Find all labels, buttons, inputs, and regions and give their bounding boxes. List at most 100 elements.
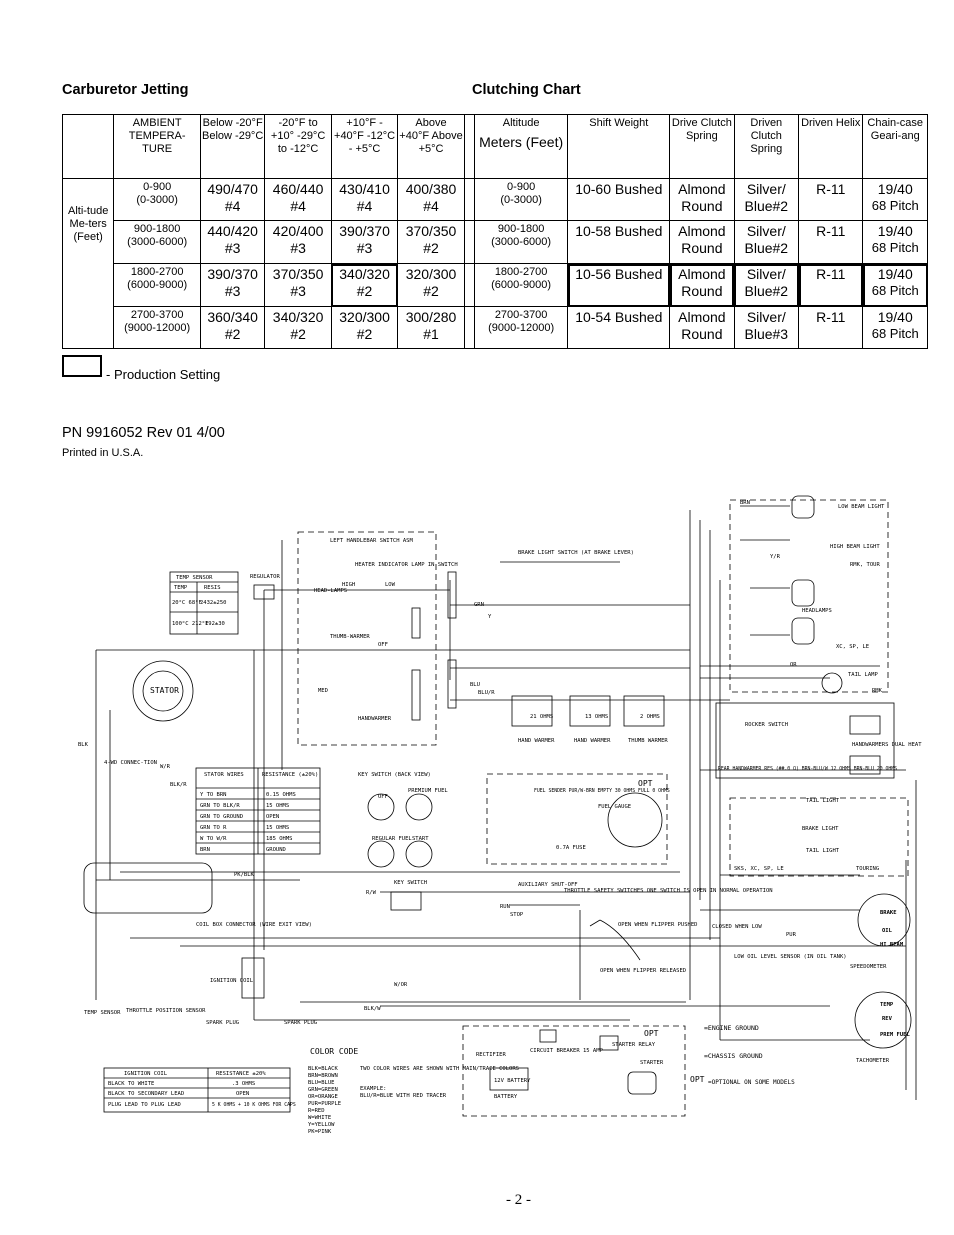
- tail-light-label-2: TAIL LIGHT: [806, 848, 840, 854]
- thumb-warmer-label: THUMB WARMER: [628, 738, 668, 744]
- start-label: START: [412, 836, 429, 842]
- battery-text: BATTERY: [494, 1094, 518, 1100]
- spacer-cell: [463, 220, 475, 264]
- temp-sensor-h2: RESIS: [204, 585, 221, 591]
- open-pushed-label: OPEN WHEN FLIPPER PUSHED: [618, 922, 697, 928]
- wire-label: OR: [790, 662, 797, 668]
- table-row: 900-1800(3000-6000) 440/420#3 420/400#3 …: [63, 220, 928, 264]
- wire-label: W/R: [160, 764, 171, 770]
- wiring-diagram: LEFT HANDLEBAR SWITCH ASM HEATER INDICAT…: [78, 495, 922, 1135]
- thumbwarmer-switch-label: THUMB-WARMER: [330, 634, 370, 640]
- tail-lamp-label: TAIL LAMP: [848, 672, 878, 678]
- altitude-header-top: Altitude: [502, 117, 540, 129]
- regulator-label: REGULATOR: [250, 574, 280, 580]
- wire-label: PUR: [786, 932, 797, 938]
- jet-cell: 320/300#2: [330, 306, 399, 349]
- two-color-note: TWO COLOR WIRES ARE SHOWN WITH MAIN/TRAC…: [360, 1066, 519, 1072]
- high-label: HIGH: [342, 582, 355, 588]
- stator-row: W TO W/R: [200, 836, 227, 842]
- page-number: - 2 -: [506, 1192, 531, 1208]
- ignition-row: 5 K OHMS + 10 K OHMS FOR CAPS: [212, 1102, 296, 1108]
- shift-weight-cell: 10-56 Bushed: [567, 263, 671, 307]
- temp-header: Above +40°F Above +5°C: [397, 114, 465, 179]
- tachometer-label: TACHOMETER: [856, 1058, 890, 1064]
- off-label: OFF: [378, 642, 388, 648]
- drive-spring-cell: Almond Round: [669, 220, 735, 264]
- alt-cell: 1800-2700(6000-9000): [113, 263, 201, 307]
- jetting-clutching-table: AMBIENT TEMPERA-TURE Below -20°F Below -…: [61, 114, 928, 349]
- ignition-row: PLUG LEAD TO PLUG LEAD: [108, 1102, 181, 1108]
- alt-cell: 0-900(0-3000): [473, 178, 569, 221]
- spark-plug-label-2: SPARK PLUG: [284, 1020, 317, 1026]
- temp-sensor-r2b: 192±30: [205, 621, 225, 627]
- clutching-chart-heading: Clutching Chart: [472, 82, 581, 98]
- driven-helix-header: Driven Helix: [798, 114, 864, 179]
- wire-label: BLU: [470, 682, 480, 688]
- ignition-table-h1: IGNITION COIL: [124, 1071, 168, 1077]
- circuit-breaker-label: CIRCUIT BREAKER 15 AMP: [530, 1048, 604, 1054]
- prem-fuel-gauge-label: PREM FUEL: [880, 1032, 910, 1038]
- oil-gauge-label: OIL: [882, 928, 893, 934]
- low-oil-label: LOW OIL LEVEL SENSOR (IN OIL TANK): [734, 954, 847, 960]
- driven-spring-cell: Silver/ Blue#2: [733, 220, 800, 264]
- rev-gauge-label: REV: [882, 1016, 893, 1022]
- color-code-item: BLU=BLUE: [308, 1080, 335, 1086]
- key-switch-short-label: KEY SWITCH: [394, 880, 427, 886]
- wire-label: GRN: [474, 602, 484, 608]
- spacer-cell: [463, 263, 475, 307]
- left-handlebar-label: LEFT HANDLEBAR SWITCH ASM: [330, 538, 413, 544]
- color-code-item: Y=YELLOW: [308, 1122, 335, 1128]
- headlamps-switch-label: HEAD-LAMPS: [314, 588, 347, 594]
- production-setting-swatch: [62, 355, 102, 377]
- color-code-item: W=WHITE: [308, 1115, 331, 1121]
- jet-cell: 440/420#3: [199, 220, 266, 264]
- fuel-gauge-label: FUEL GAUGE: [598, 804, 631, 810]
- blank-header: [61, 114, 115, 179]
- alt-cell: 900-1800(3000-6000): [473, 220, 569, 264]
- opt-label-3: OPT: [690, 1075, 705, 1084]
- jet-cell: 300/280#1: [397, 306, 465, 349]
- wire-label: Y: [488, 614, 492, 620]
- jet-cell: 320/300#2: [397, 263, 465, 307]
- color-code-item: OR=ORANGE: [308, 1094, 338, 1100]
- temp-header: -20°F to +10° -29°C to -12°C: [264, 114, 332, 179]
- driven-spring-header: Driven Clutch Spring: [733, 114, 800, 179]
- throttle-safety-label: THROTTLE SAFETY SWITCHES ONE SWITCH IS O…: [564, 888, 773, 894]
- battery-label: 12V BATTERY: [494, 1078, 531, 1084]
- example-value: BLU/R=BLUE WITH RED TRACER: [360, 1093, 447, 1099]
- stator-row: Y TO BRN: [200, 792, 227, 798]
- jet-cell: 370/350#2: [397, 220, 465, 264]
- headlamps-label: HEADLAMPS: [802, 608, 832, 614]
- drive-spring-cell: Almond Round: [669, 263, 735, 307]
- stator-row: GROUND: [266, 847, 286, 853]
- stator-row: BRN: [200, 847, 210, 853]
- stator-row: GRN TO R: [200, 825, 227, 831]
- wire-label: BLK: [78, 742, 89, 748]
- stator-row: 185 OHMS: [266, 836, 293, 842]
- ohms-21-label: 21 OHMS: [530, 714, 553, 720]
- jet-cell-production: 340/320#2: [330, 263, 399, 307]
- wire-label: BLU/R: [478, 690, 495, 696]
- regular-fuel-label: REGULAR FUEL: [372, 836, 412, 842]
- hand-warmer-label-2: HAND WARMER: [574, 738, 611, 744]
- table-row: Alti-tude Me-ters (Feet) 0-900(0-3000) 4…: [61, 178, 928, 349]
- temp-sensor-r1a: 20°C 68°F: [172, 600, 202, 606]
- spacer-cell: [463, 178, 475, 221]
- engine-ground-label: =ENGINE GROUND: [704, 1024, 759, 1032]
- ignition-table-h2: RESISTANCE ±20%: [216, 1071, 266, 1077]
- premium-fuel-label: PREMIUM FUEL: [408, 788, 448, 794]
- stator-row: GRN TO GROUND: [200, 814, 243, 820]
- temp-sensor-table-title: TEMP SENSOR: [176, 575, 213, 581]
- carb-jetting-heading: Carburetor Jetting: [62, 82, 189, 98]
- stator-row: 15 OHMS: [266, 803, 289, 809]
- spark-plug-label: SPARK PLUG: [206, 1020, 239, 1026]
- starter-label: STARTER: [640, 1060, 664, 1066]
- handwarmer-switch-label: HANDWARMER: [358, 716, 392, 722]
- opt-label-2: OPT: [644, 1029, 659, 1038]
- shift-weight-cell: 10-60 Bushed: [567, 178, 671, 221]
- alt-cell: 2700-3700(9000-12000): [473, 306, 569, 349]
- wire-label: R/W: [366, 890, 377, 896]
- wire-label: BLK/W: [364, 1006, 381, 1012]
- example-label: EXAMPLE:: [360, 1086, 387, 1092]
- closed-low-label: CLOSED WHEN LOW: [712, 924, 762, 930]
